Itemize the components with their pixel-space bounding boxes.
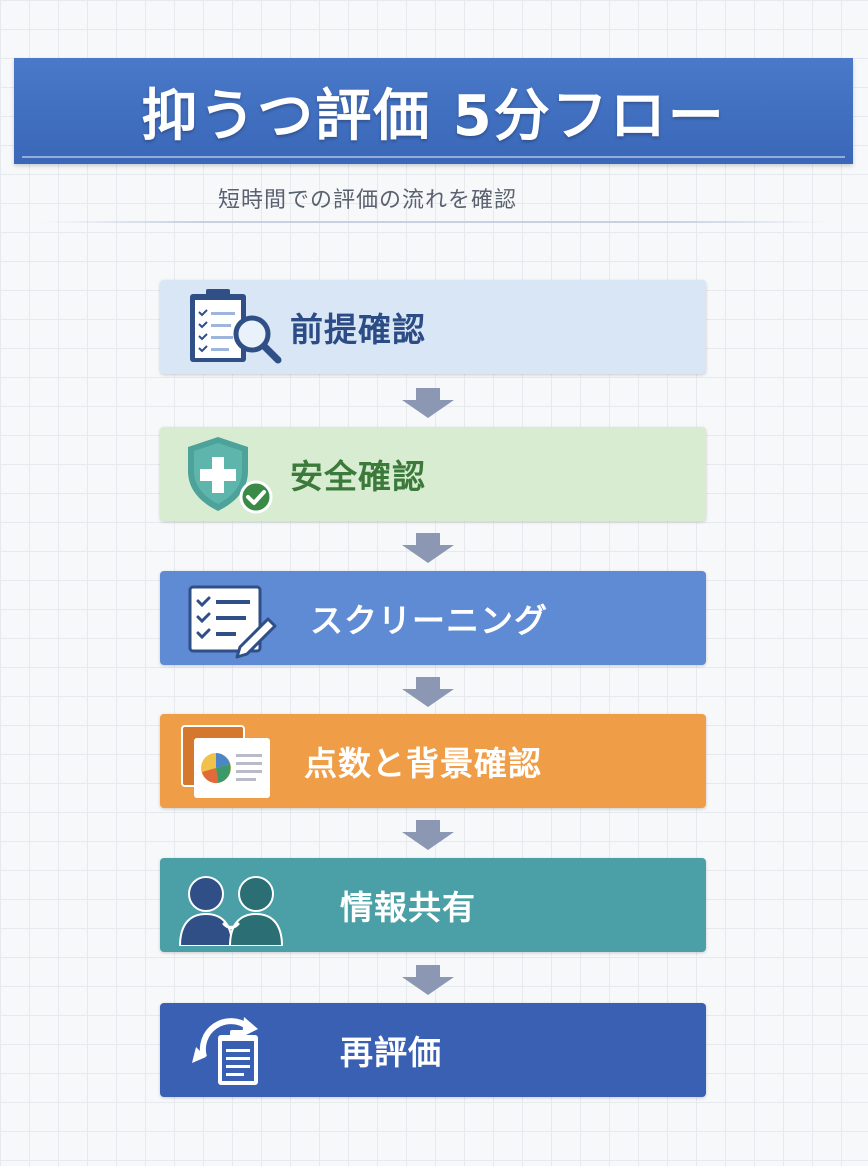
flow-step-information-sharing: 情報共有 <box>160 858 706 952</box>
checklist-pen-icon <box>178 577 288 659</box>
step-label: 再評価 <box>340 1033 442 1072</box>
flow-step-score-and-background: 点数と背景確認 <box>160 714 706 808</box>
page-title: 抑うつ評価 5分フロー <box>141 83 726 149</box>
subtitle: 短時間での評価の流れを確認 <box>218 188 518 213</box>
step-label: 安全確認 <box>290 457 426 496</box>
two-people-talking-icon <box>178 864 288 947</box>
down-arrow-icon <box>402 533 454 563</box>
down-arrow-icon <box>402 677 454 707</box>
flow-step-reassessment: 再評価 <box>160 1003 706 1097</box>
step-label: スクリーニング <box>310 601 548 640</box>
flow-step-safety-check: 安全確認 <box>160 427 706 521</box>
flow-step-premise-check: 前提確認 <box>160 280 706 374</box>
title-banner: 抑うつ評価 5分フロー <box>14 58 853 164</box>
down-arrow-icon <box>402 965 454 995</box>
down-arrow-icon <box>402 388 454 418</box>
subtitle-divider <box>40 221 830 223</box>
pie-chart-report-icon <box>178 720 288 802</box>
step-label: 点数と背景確認 <box>304 744 542 783</box>
step-label: 前提確認 <box>290 310 426 349</box>
down-arrow-icon <box>402 820 454 850</box>
refresh-clipboard-icon <box>178 1009 288 1091</box>
clipboard-magnifier-icon <box>178 286 288 368</box>
shield-check-icon <box>178 433 288 515</box>
step-label: 情報共有 <box>340 888 476 927</box>
flow-step-screening: スクリーニング <box>160 571 706 665</box>
